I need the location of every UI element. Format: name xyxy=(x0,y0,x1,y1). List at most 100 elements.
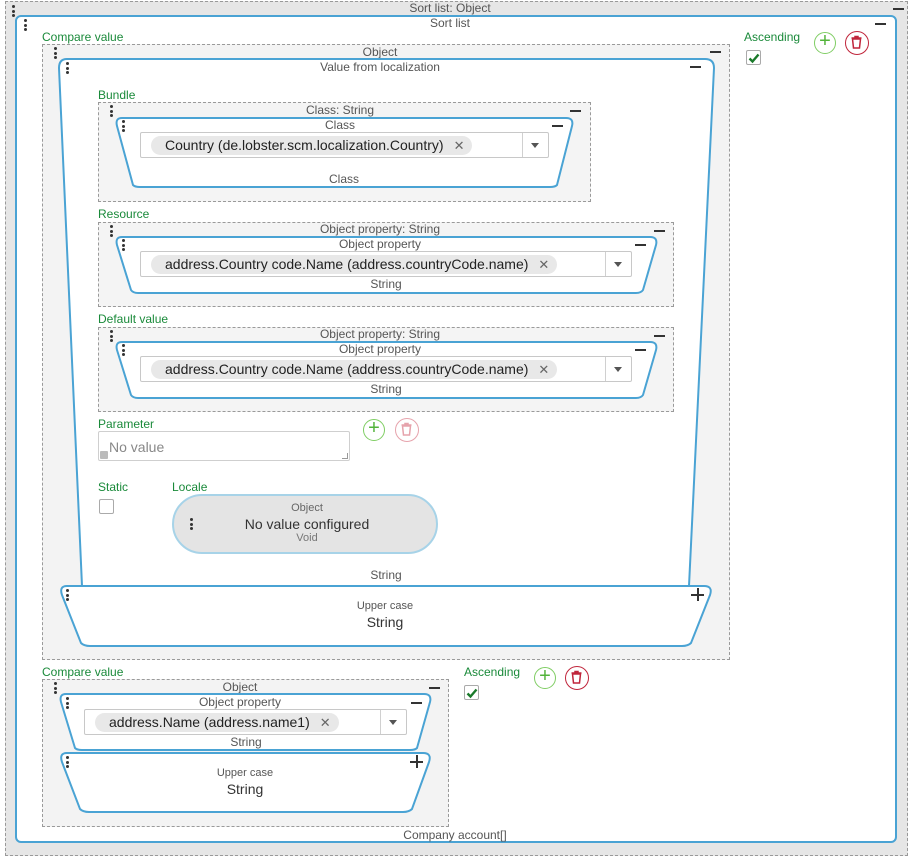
select-divider xyxy=(605,252,606,276)
selected-chip[interactable]: address.Country code.Name (address.count… xyxy=(151,360,558,379)
collapse-icon[interactable] xyxy=(552,125,563,127)
collapse-icon[interactable] xyxy=(570,110,581,112)
upper-case-title: Upper case xyxy=(216,767,274,779)
add-icon[interactable]: + xyxy=(534,666,556,689)
selected-chip[interactable]: address.Country code.Name (address.count… xyxy=(151,255,558,274)
parameter-input[interactable]: No value xyxy=(98,431,350,461)
collapse-icon[interactable] xyxy=(635,349,646,351)
object-property-title: Object property xyxy=(198,695,282,709)
compare-value-label: Compare value xyxy=(42,665,124,679)
expand-icon[interactable] xyxy=(410,755,424,769)
drag-handle-icon[interactable] xyxy=(12,5,16,19)
sort-list-header-label: Sort list: Object xyxy=(409,1,491,15)
select-divider xyxy=(380,710,381,734)
clear-icon[interactable]: ✕ xyxy=(538,362,550,377)
drag-handle-icon[interactable] xyxy=(122,239,126,253)
locale-bottom-label: Void xyxy=(296,532,318,544)
bundle-select[interactable]: Country (de.lobster.scm.localization.Cou… xyxy=(140,132,549,158)
drag-handle-icon[interactable] xyxy=(110,225,114,239)
checkmark-icon xyxy=(466,688,478,699)
ascending-checkbox[interactable] xyxy=(464,685,479,700)
collapse-icon[interactable] xyxy=(429,687,440,689)
locale-value: No value configured xyxy=(244,516,370,532)
locale-label: Locale xyxy=(172,480,208,494)
add-icon[interactable]: + xyxy=(814,31,836,54)
resize-icon[interactable] xyxy=(100,451,108,459)
chevron-down-icon[interactable] xyxy=(531,143,539,148)
clear-icon[interactable]: ✕ xyxy=(319,715,331,730)
ascending-label: Ascending xyxy=(464,665,521,679)
delete-icon[interactable] xyxy=(565,666,589,690)
default-value-select[interactable]: address.Country code.Name (address.count… xyxy=(140,356,632,382)
collapse-icon[interactable] xyxy=(710,51,721,53)
value-from-localization-title: Value from localization xyxy=(320,60,440,74)
chevron-down-icon[interactable] xyxy=(614,367,622,372)
drag-handle-icon[interactable] xyxy=(66,62,70,76)
collapse-icon[interactable] xyxy=(654,230,665,232)
upper-case-type: String xyxy=(226,781,264,797)
ascending-label: Ascending xyxy=(744,30,801,44)
upper-case-title: Upper case xyxy=(356,600,414,612)
collapse-icon[interactable] xyxy=(690,66,701,68)
selected-chip[interactable]: address.Name (address.name1)✕ xyxy=(95,713,339,732)
drag-handle-icon[interactable] xyxy=(66,697,70,711)
property-type-label: String xyxy=(370,277,402,291)
collapse-icon[interactable] xyxy=(635,244,646,246)
select-divider xyxy=(605,357,606,381)
static-checkbox[interactable] xyxy=(99,499,114,514)
checkmark-icon xyxy=(748,53,760,64)
object-label: Object xyxy=(222,680,258,694)
clear-icon[interactable]: ✕ xyxy=(453,138,465,153)
drag-handle-icon[interactable] xyxy=(54,682,58,696)
drag-handle-icon[interactable] xyxy=(54,47,58,61)
drag-handle-icon[interactable] xyxy=(122,120,126,134)
default-value-label: Default value xyxy=(98,312,169,326)
upper-case-block xyxy=(60,752,431,813)
collapse-icon[interactable] xyxy=(411,702,422,704)
static-label: Static xyxy=(98,480,129,494)
class-type-label: Class xyxy=(328,172,359,186)
selected-chip[interactable]: Country (de.lobster.scm.localization.Cou… xyxy=(151,136,473,155)
collapse-icon[interactable] xyxy=(893,8,904,10)
locale-block[interactable]: Object No value configured Void xyxy=(172,494,438,554)
bundle-header: Class: String xyxy=(305,103,375,117)
drag-handle-icon[interactable] xyxy=(122,344,126,358)
chevron-down-icon[interactable] xyxy=(389,720,397,725)
localization-type-label: String xyxy=(370,568,402,582)
drag-handle-icon[interactable] xyxy=(110,330,114,344)
upper-case-type: String xyxy=(366,614,404,630)
resource-select[interactable]: address.Country code.Name (address.count… xyxy=(140,251,632,277)
ascending-checkbox[interactable] xyxy=(746,50,761,65)
delete-icon[interactable] xyxy=(845,31,869,55)
clear-icon[interactable]: ✕ xyxy=(538,257,550,272)
chevron-down-icon[interactable] xyxy=(614,262,622,267)
locale-top-label: Object xyxy=(291,502,323,514)
expand-icon[interactable] xyxy=(691,588,705,602)
collapse-icon[interactable] xyxy=(875,23,886,25)
parameter-placeholder: No value xyxy=(109,439,165,455)
bundle-label: Bundle xyxy=(98,88,136,102)
upper-case-block xyxy=(60,585,712,647)
class-title: Class xyxy=(324,118,355,132)
drag-handle-icon[interactable] xyxy=(110,105,114,119)
select-divider xyxy=(522,133,523,157)
resize-grip-icon[interactable] xyxy=(342,453,348,459)
resource-label: Resource xyxy=(98,207,150,221)
property-type-label: String xyxy=(230,735,262,749)
drag-handle-icon[interactable] xyxy=(24,19,28,33)
add-icon[interactable]: + xyxy=(363,418,385,441)
resource-header: Object property: String xyxy=(319,222,441,236)
object-property-title: Object property xyxy=(338,342,422,356)
drag-handle-icon[interactable] xyxy=(66,756,70,770)
drag-handle-icon[interactable] xyxy=(66,589,70,603)
drag-handle-icon[interactable] xyxy=(190,518,194,532)
delete-icon[interactable] xyxy=(395,418,419,442)
sort-list-title: Sort list xyxy=(429,16,470,30)
parameter-label: Parameter xyxy=(98,417,155,431)
compare-value-label: Compare value xyxy=(42,30,124,44)
object-property-title: Object property xyxy=(338,237,422,251)
property-select[interactable]: address.Name (address.name1)✕ xyxy=(84,709,407,735)
collapse-icon[interactable] xyxy=(654,335,665,337)
default-value-header: Object property: String xyxy=(319,327,441,341)
sort-list-footer-label: Company account[] xyxy=(403,828,507,842)
